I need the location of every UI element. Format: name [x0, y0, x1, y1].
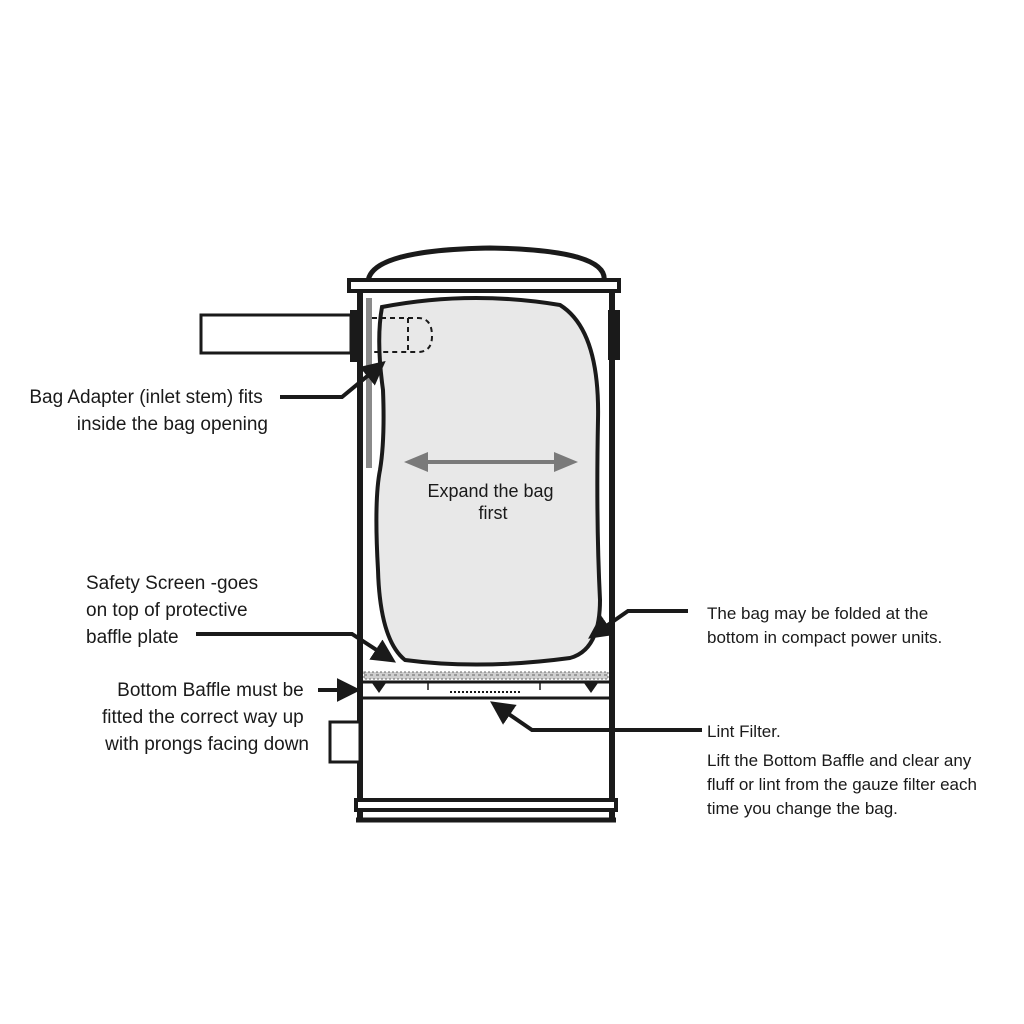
safety-screen-label: Safety Screen -goes on top of protective…	[86, 573, 263, 648]
left-latch	[350, 310, 362, 362]
inlet-pipe	[199, 313, 353, 355]
lint-filter-label: Lint Filter.	[707, 722, 781, 741]
bottom-baffle-label: Bottom Baffle must be fitted the correct…	[102, 680, 309, 755]
bag-adapter-inlet-dashed	[372, 317, 434, 353]
lint-instructions-label: Lift the Bottom Baffle and clear any flu…	[707, 751, 982, 818]
dome-lid	[365, 245, 607, 283]
lid-rim	[347, 278, 621, 293]
bag-folded-label: The bag may be folded at the bottom in c…	[707, 604, 942, 647]
expand-arrow-left-head	[404, 452, 428, 472]
baffle-prong-left	[372, 683, 386, 693]
base-rim	[354, 798, 618, 812]
bag-folded-leader	[588, 609, 688, 639]
bag-adapter-stem	[366, 298, 372, 468]
exhaust-port	[328, 720, 362, 764]
safety-screen-leader	[196, 632, 397, 663]
lint-filter-leader	[490, 701, 702, 732]
baffle-prong-right	[584, 683, 598, 693]
bag-adapter-leader	[280, 360, 386, 399]
expand-arrow-right-head	[554, 452, 578, 472]
dust-bag	[374, 296, 603, 667]
expand-bag-label: Expand the bag first	[427, 481, 558, 523]
right-latch	[608, 310, 620, 360]
bag-adapter-label: Bag Adapter (inlet stem) fits inside the…	[29, 387, 268, 435]
